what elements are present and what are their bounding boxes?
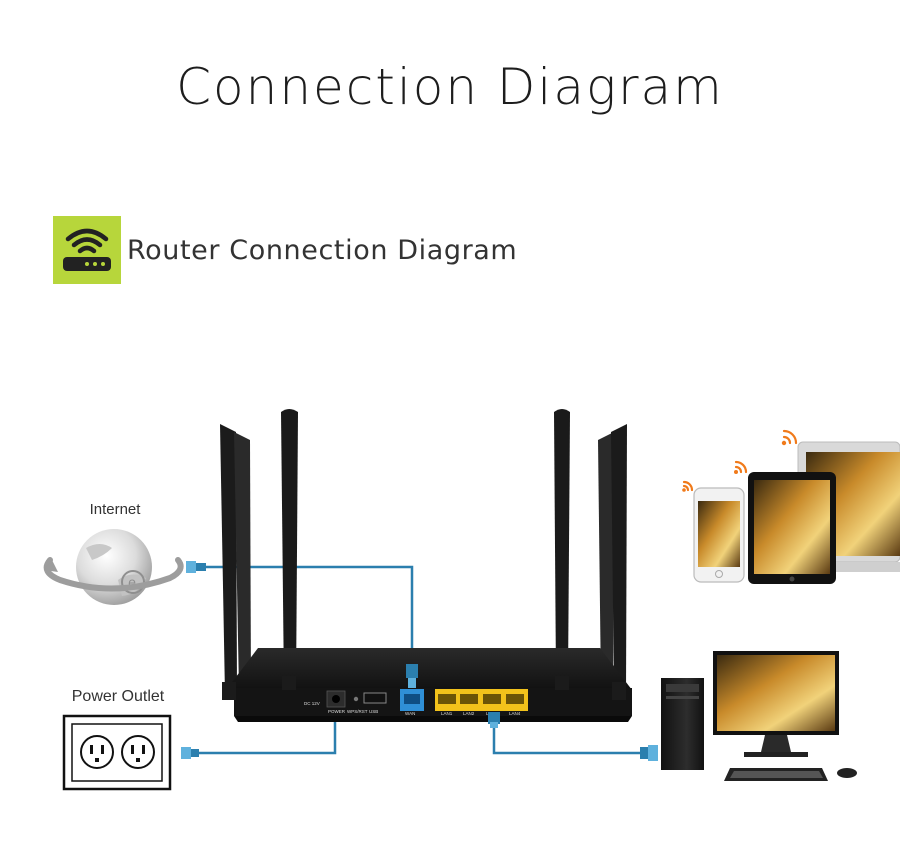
port-label-lan4: LAN4 (509, 711, 521, 716)
port-label-usb: USB (369, 709, 378, 714)
port-label-wan: WAN (405, 711, 415, 716)
port-label-lan2: LAN2 (463, 711, 475, 716)
port-label-lan1: LAN1 (441, 711, 453, 716)
page-title: Connection Diagram (176, 58, 724, 116)
globe-icon: e (43, 529, 184, 605)
router-icon (222, 648, 632, 722)
wifi-signal-icon (682, 429, 798, 492)
port-label-dc: DC 12V (304, 701, 320, 706)
svg-text:e: e (128, 576, 136, 591)
power-cable (196, 712, 337, 755)
port-label-wps: WPS/RST (347, 709, 368, 714)
port-label-power: POWER (328, 709, 346, 714)
section-header: Router Connection Diagram (53, 216, 517, 284)
antenna-icon (220, 409, 627, 695)
ethernet-plug-icon (181, 561, 658, 761)
desktop-computer-icon (661, 651, 857, 781)
tablet-icon (748, 472, 836, 584)
internet-cable (200, 565, 414, 668)
power-outlet-icon (62, 714, 172, 791)
phone-icon (693, 487, 745, 583)
wifi-router-icon (53, 216, 121, 284)
power-outlet-label: Power Outlet (72, 688, 165, 705)
lan-cable (492, 720, 644, 755)
section-title: Router Connection Diagram (127, 234, 518, 266)
internet-label: Internet (90, 501, 142, 518)
